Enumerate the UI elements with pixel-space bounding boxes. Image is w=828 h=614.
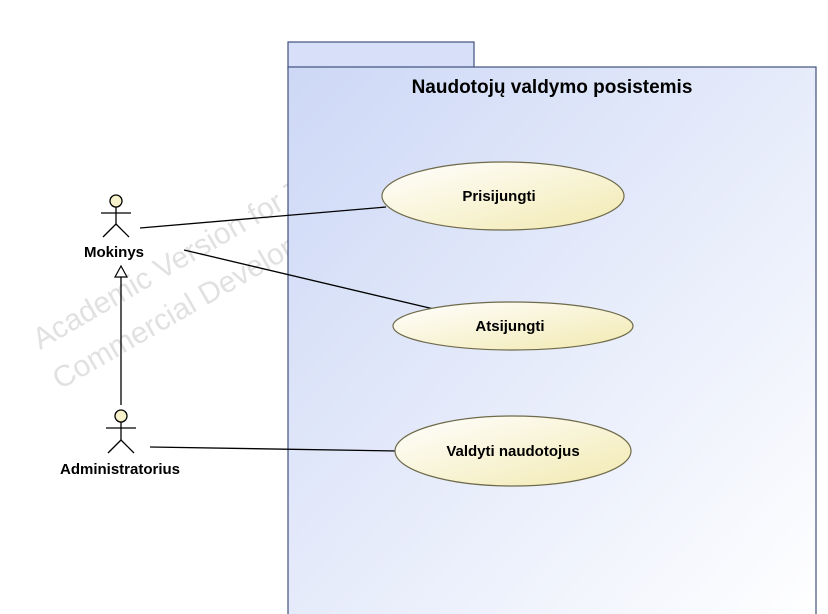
generalization-arrowhead (113, 264, 129, 278)
use-case-ellipse (394, 415, 632, 487)
assoc-mokinys-atsijungti[interactable] (183, 249, 439, 311)
use-case-atsijungti[interactable]: Atsijungti (392, 301, 634, 351)
associations (113, 206, 439, 452)
actor-left-leg (102, 223, 117, 238)
package-title: Naudotojų valdymo posistemis (412, 77, 693, 98)
use-case-label: Atsijungti (475, 318, 544, 335)
actor-label-mokinys: Mokinys (84, 244, 144, 261)
use-case-ellipse (381, 161, 625, 231)
use-case-label: Valdyti naudotojus (446, 443, 579, 460)
use-case-label: Prisijungti (462, 188, 535, 205)
use-case-valdyti-naudotojus[interactable]: Valdyti naudotojus (394, 415, 632, 487)
assoc-mokinys-prisijungti[interactable] (139, 206, 387, 229)
use-case-prisijungti[interactable]: Prisijungti (381, 161, 625, 231)
actor-administratorius[interactable] (106, 409, 136, 454)
use-case-ellipse (392, 301, 634, 351)
actor-mokinys[interactable] (101, 194, 131, 238)
package-tab (287, 41, 475, 69)
actor-head (114, 409, 128, 423)
actor-head (109, 194, 123, 208)
assoc-admin-valdyti[interactable] (149, 446, 399, 452)
actor-label-administratorius: Administratorius (60, 461, 180, 478)
actor-right-leg (115, 223, 130, 238)
actor-left-leg (107, 439, 122, 454)
actor-right-leg (120, 439, 135, 454)
